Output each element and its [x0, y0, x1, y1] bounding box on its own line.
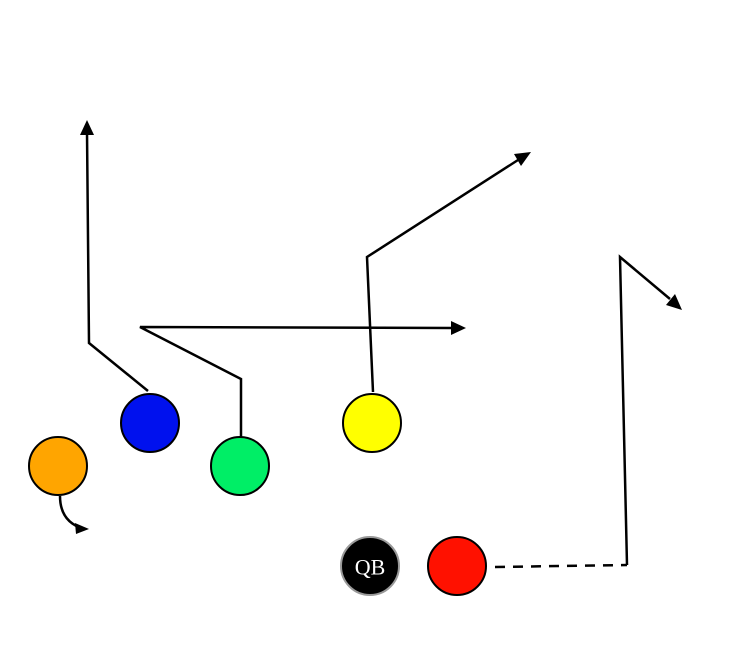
player-qb[interactable]: QB [340, 536, 400, 596]
qb-circle [340, 536, 400, 596]
qb-label: QB [355, 555, 386, 580]
routes [58, 120, 682, 569]
yellow-route-arrow [365, 158, 519, 393]
player-orange[interactable] [28, 436, 88, 496]
player-red[interactable] [427, 536, 487, 596]
green-arrowhead-icon [451, 321, 466, 335]
player-blue[interactable] [120, 393, 180, 453]
player-green[interactable] [210, 436, 270, 496]
orange-route-arrow [58, 495, 85, 531]
blue-route-arrow [85, 131, 149, 392]
players: QB [28, 393, 487, 596]
red-arrowhead-icon [666, 294, 682, 310]
orange-arrowhead-icon [75, 523, 89, 534]
player-yellow[interactable] [342, 393, 402, 453]
red-motion-dashed-line [494, 563, 628, 569]
red-route-arrow [618, 254, 671, 566]
green-route-arrow [139, 325, 453, 437]
yellow-arrowhead-icon [514, 152, 531, 166]
blue-arrowhead-icon [80, 120, 94, 135]
